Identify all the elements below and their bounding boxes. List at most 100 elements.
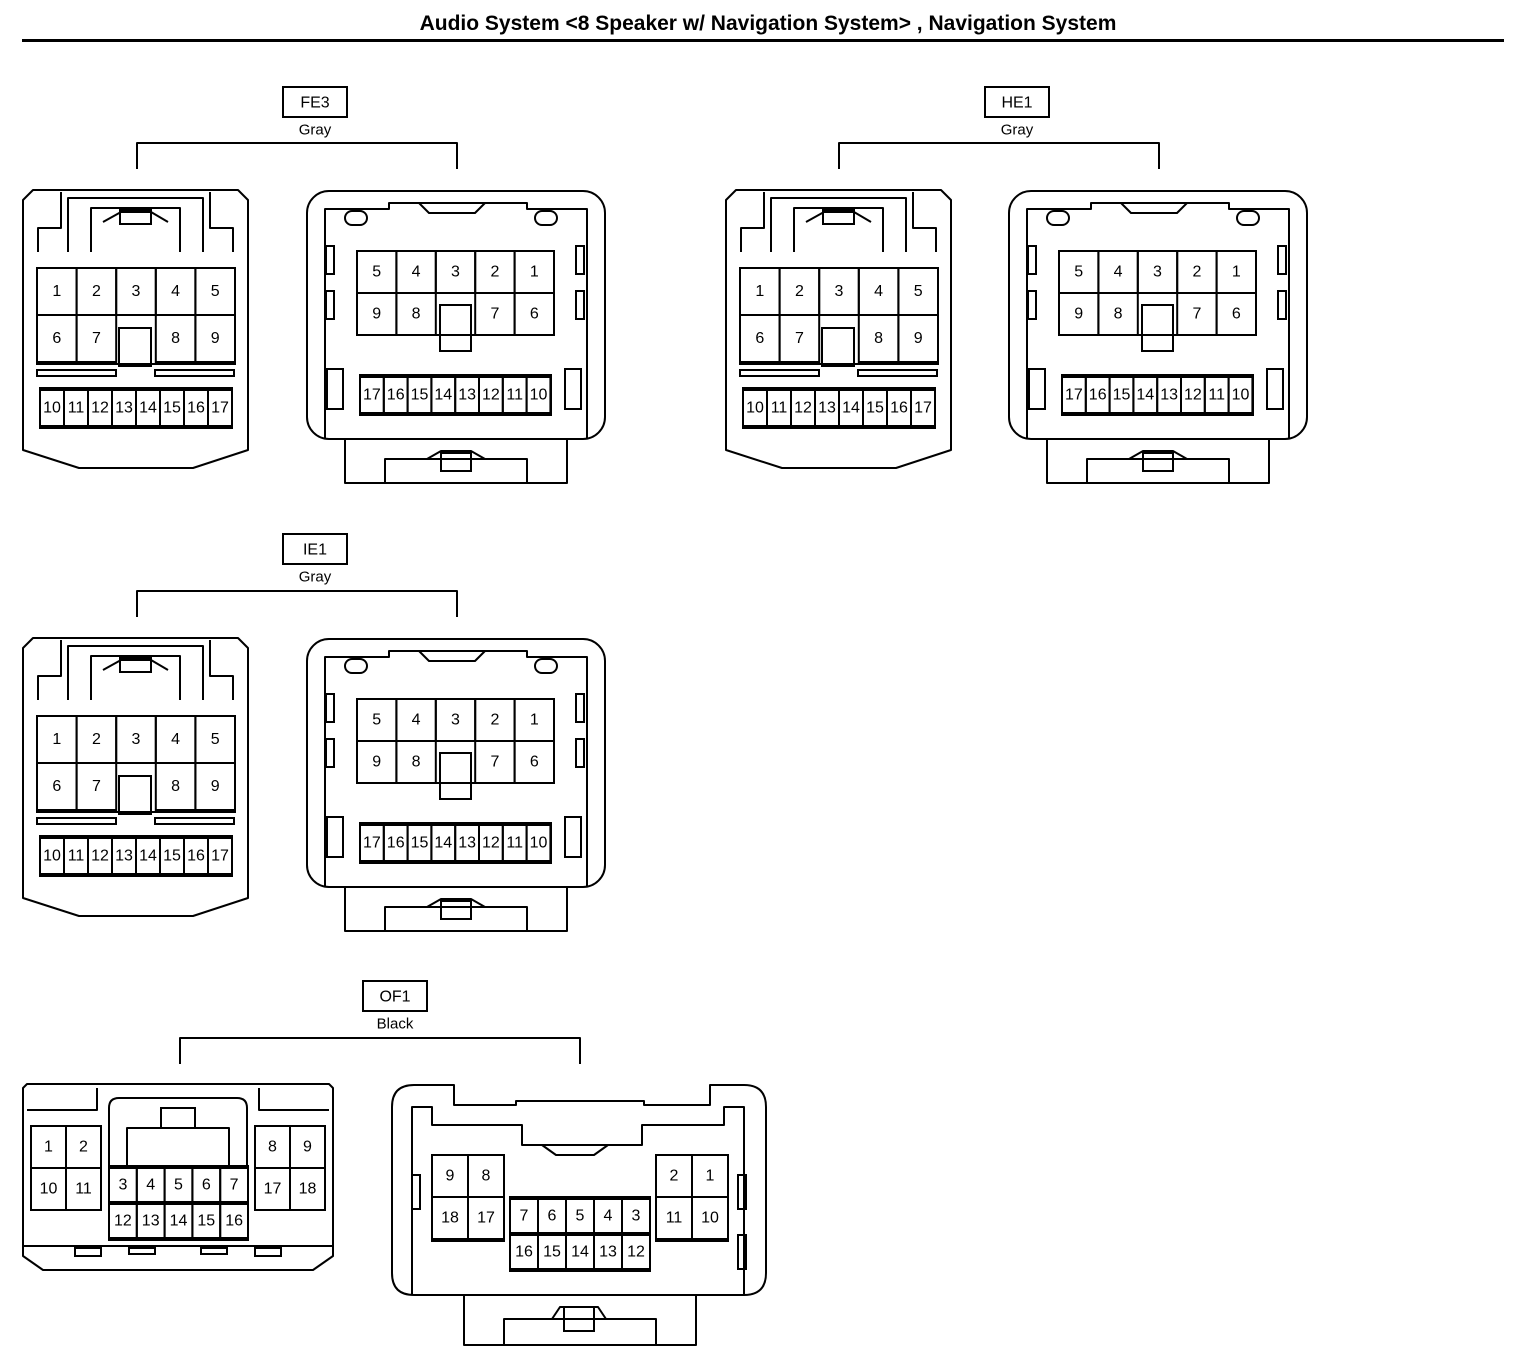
pin-cell — [525, 376, 552, 414]
housing-inner — [411, 1106, 745, 1295]
pin-cell — [897, 314, 939, 363]
rear-latch — [426, 898, 486, 908]
connector-code: HE1 — [1001, 95, 1032, 112]
key-slot — [821, 327, 855, 367]
lock-outline — [108, 1097, 248, 1166]
rear-latch-tab — [440, 900, 472, 920]
pin-number: 2 — [795, 283, 804, 300]
pin-number: 12 — [114, 1213, 132, 1230]
housing-detail — [209, 192, 234, 252]
bracket-line — [179, 1037, 581, 1064]
pin-number: 2 — [92, 731, 101, 748]
pin-cell — [513, 292, 556, 336]
pin-number: 9 — [914, 330, 923, 347]
housing-outline — [1008, 190, 1308, 440]
pin-number: 3 — [451, 264, 460, 281]
pin-number: 17 — [211, 400, 229, 417]
pin-number: 16 — [225, 1213, 243, 1230]
pin-number: 7 — [490, 306, 499, 323]
pin-cell — [910, 389, 936, 427]
latch-hole — [1046, 210, 1070, 226]
rear-housing — [463, 1295, 697, 1346]
pin-number: 6 — [530, 754, 539, 771]
pin-number: 5 — [174, 1177, 183, 1194]
pin-number: 3 — [132, 731, 141, 748]
pin-number: 9 — [446, 1168, 455, 1185]
rib — [36, 817, 117, 825]
lock-tab — [822, 209, 855, 225]
pin-number: 16 — [1089, 387, 1107, 404]
pin-number: 15 — [1113, 387, 1131, 404]
pin-number: 13 — [818, 400, 836, 417]
rear-housing — [1086, 458, 1230, 483]
page-title: Audio System <8 Speaker w/ Navigation Sy… — [419, 12, 1117, 35]
pin-number: 4 — [412, 712, 421, 729]
pin-cell — [194, 762, 236, 811]
rib — [154, 817, 235, 825]
pin-number: 14 — [434, 387, 452, 404]
pin-number: 1 — [52, 731, 61, 748]
housing-outline — [22, 637, 249, 917]
side-rib — [1277, 245, 1287, 275]
connector-label-box — [984, 86, 1050, 118]
pin-number: 4 — [412, 264, 421, 281]
housing-outline — [725, 189, 952, 469]
rib — [857, 369, 938, 377]
pin-number: 17 — [363, 387, 381, 404]
pin-number: 16 — [387, 835, 405, 852]
pin-number: 13 — [142, 1213, 160, 1230]
pin-number: 16 — [187, 400, 205, 417]
pin-number: 17 — [477, 1210, 495, 1227]
pin-number: 4 — [146, 1177, 155, 1194]
pin-cell — [525, 824, 552, 862]
side-rib — [325, 738, 335, 768]
pin-number: 10 — [746, 400, 764, 417]
rear-housing — [1046, 439, 1270, 484]
side-rib — [325, 290, 335, 320]
latch-hole — [344, 658, 368, 674]
pin-number: 14 — [842, 400, 860, 417]
side-rib — [326, 816, 344, 858]
side-rib — [737, 1234, 747, 1270]
rear-housing — [384, 458, 528, 483]
pin-number: 6 — [530, 306, 539, 323]
pin-number: 10 — [43, 400, 61, 417]
rib — [154, 369, 235, 377]
lock-outline — [793, 207, 884, 252]
pin-number: 1 — [52, 283, 61, 300]
pin-number: 5 — [372, 712, 381, 729]
pin-number: 5 — [211, 731, 220, 748]
pin-number: 4 — [171, 731, 180, 748]
foot — [254, 1247, 282, 1257]
pin-cell — [1215, 292, 1258, 336]
pin-number: 15 — [866, 400, 884, 417]
latch-detail — [418, 202, 486, 214]
pin-number: 11 — [75, 1181, 92, 1198]
housing-detail — [258, 1088, 329, 1111]
pin-number: 7 — [92, 778, 101, 795]
foot — [74, 1247, 102, 1257]
pin-number: 1 — [530, 264, 539, 281]
side-rib — [325, 693, 335, 723]
pin-cell — [467, 1196, 505, 1240]
pin-number: 9 — [211, 330, 220, 347]
housing-outline — [306, 190, 606, 440]
pin-number: 1 — [44, 1139, 53, 1156]
pin-number: 9 — [1074, 306, 1083, 323]
connector-color: Gray — [299, 122, 332, 139]
pin-number: 4 — [171, 283, 180, 300]
pin-number: 2 — [1192, 264, 1201, 281]
pin-number: 10 — [1232, 387, 1250, 404]
pin-number: 7 — [1192, 306, 1201, 323]
pin-number: 12 — [91, 848, 109, 865]
housing-detail — [912, 192, 937, 252]
pin-number: 12 — [794, 400, 812, 417]
pin-cell — [194, 314, 236, 363]
pin-number: 8 — [874, 330, 883, 347]
pin-number: 8 — [412, 754, 421, 771]
pin-number: 15 — [411, 835, 429, 852]
pin-number: 15 — [411, 387, 429, 404]
pin-number: 6 — [1232, 306, 1241, 323]
